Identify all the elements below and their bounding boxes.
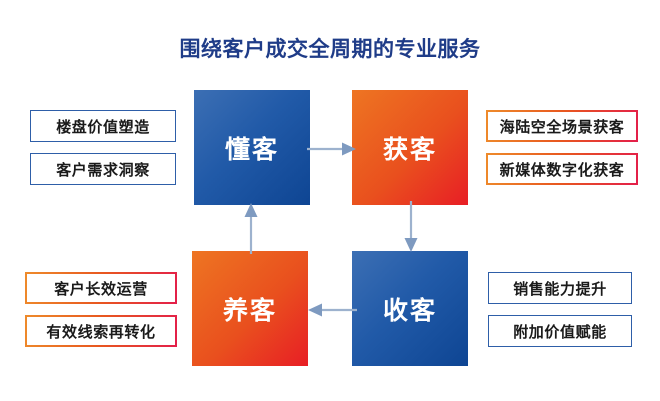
core-box-label: 懂客 — [224, 135, 279, 164]
label-chip-text: 新媒体数字化获客 — [487, 154, 637, 184]
core-box-label: 养客 — [222, 296, 277, 325]
core-box-shouke[interactable]: 收客 — [352, 251, 468, 366]
label-chip-text: 销售能力提升 — [513, 280, 607, 298]
core-box-label: 收客 — [382, 296, 437, 325]
core-box-dongke[interactable]: 懂客 — [194, 90, 310, 205]
core-box-yangke[interactable]: 养客 — [192, 251, 308, 366]
arrow-up-icon — [244, 203, 258, 254]
label-chip-fujia-jiazhi-funeng[interactable]: 附加价值赋能 — [488, 315, 632, 347]
label-chip-kehu-changxiao-yunying[interactable]: 客户长效运营 — [25, 272, 177, 304]
label-chip-text: 楼盘价值塑造 — [56, 118, 150, 136]
arrow-right-icon — [307, 142, 356, 156]
core-box-label: 获客 — [382, 135, 437, 164]
label-chip-loupan-jiazhi-suzao[interactable]: 楼盘价值塑造 — [30, 110, 176, 142]
core-box-huoke[interactable]: 获客 — [352, 90, 468, 205]
label-chip-xiaoshou-nengli-tisheng[interactable]: 销售能力提升 — [488, 272, 632, 304]
label-chip-text: 附加价值赋能 — [513, 323, 607, 341]
page-title: 围绕客户成交全周期的专业服务 — [179, 38, 481, 61]
label-chip-text: 客户需求洞察 — [56, 161, 150, 179]
label-chip-text: 客户长效运营 — [26, 273, 176, 303]
arrow-left-icon — [308, 303, 357, 317]
arrow-down-icon — [404, 201, 418, 252]
label-chip-kehu-xuqiu-dongcha[interactable]: 客户需求洞察 — [30, 153, 176, 185]
label-chip-text: 有效线索再转化 — [26, 316, 176, 346]
label-chip-text: 海陆空全场景获客 — [487, 111, 637, 141]
label-chip-youxiao-xiansuo-zai-zhuanhua[interactable]: 有效线索再转化 — [25, 315, 177, 347]
label-chip-xinmeiti-shuzihua-huoke[interactable]: 新媒体数字化获客 — [486, 153, 638, 185]
label-chip-hailukong-quanchangjing-huoke[interactable]: 海陆空全场景获客 — [486, 110, 638, 142]
